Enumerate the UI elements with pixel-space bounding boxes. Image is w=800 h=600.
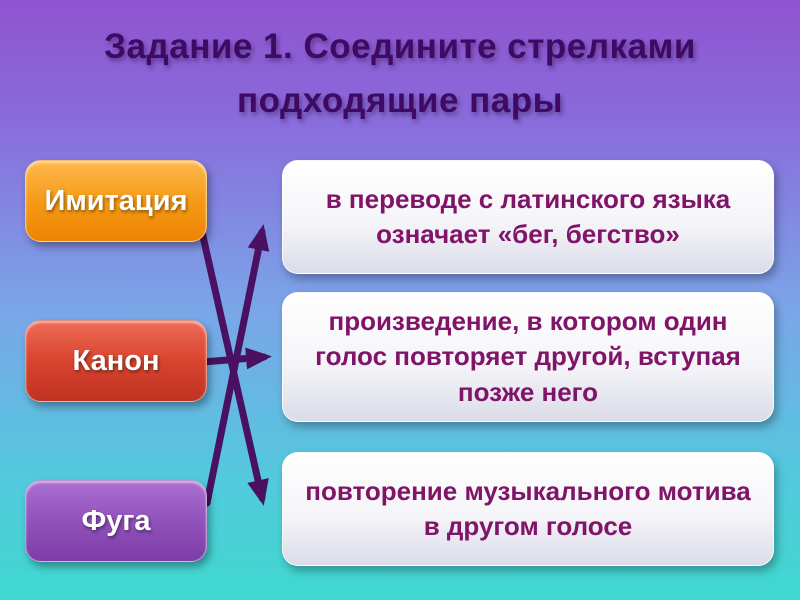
definition-3[interactable]: повторение музыкального мотива в другом … — [282, 452, 774, 566]
term-imitation-label: Имитация — [44, 184, 188, 217]
definition-3-text: повторение музыкального мотива в другом … — [305, 475, 751, 541]
term-imitation[interactable]: Имитация — [25, 160, 207, 242]
title-line-2: подходящие пары — [236, 81, 564, 121]
term-fuga-label: Фуга — [81, 504, 151, 537]
definition-1[interactable]: в переводе с латинского языка означает «… — [282, 160, 774, 274]
term-kanon[interactable]: Канон — [25, 320, 207, 402]
term-kanon-label: Канон — [72, 344, 160, 377]
title-line-1: Задание 1. Соедините стрелками — [104, 27, 696, 66]
arrow-fuga-to-definition-1 — [203, 224, 270, 507]
arrow-imitation-to-definition-3 — [198, 228, 269, 506]
definition-2-text: произведение, в котором один голос повто… — [315, 306, 741, 407]
arrow-kanon-to-definition-2 — [199, 347, 272, 370]
term-fuga[interactable]: Фуга — [25, 480, 207, 562]
definition-2[interactable]: произведение, в котором один голос повто… — [282, 292, 774, 422]
definition-1-text: в переводе с латинского языка означает «… — [325, 183, 731, 249]
slide-title: Задание 1. Соедините стрелками подходящи… — [0, 20, 800, 129]
